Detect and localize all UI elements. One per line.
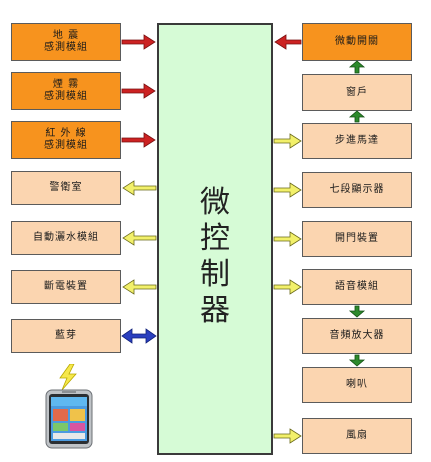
arrow-amplifier-to-speaker xyxy=(348,354,366,367)
earthquake-sensor-module: 地 震 感測模組 xyxy=(11,23,121,61)
power-cutoff-module: 斷電裝置 xyxy=(11,270,121,304)
microcontroller-title: 微 控 制 器 xyxy=(200,185,230,328)
arrow-stepper-to-window xyxy=(348,110,366,123)
smoke-sensor-module: 煙 霧 感測模組 xyxy=(11,72,121,110)
arrow-bluetooth-bidirectional xyxy=(121,328,157,344)
micro-switch-module: 微動開關 xyxy=(302,23,412,61)
microcontroller-block: 微 控 制 器 xyxy=(157,23,273,455)
lightning-icon xyxy=(59,364,77,391)
stepper-motor-module: 步進馬達 xyxy=(302,123,412,159)
arrow-mc-to-voice xyxy=(273,279,302,295)
fan-module: 風扇 xyxy=(302,418,412,454)
door-opener-module: 開門裝置 xyxy=(302,221,412,257)
arrow-mc-to-stepper xyxy=(273,133,302,149)
arrow-voice-to-amplifier xyxy=(348,305,366,318)
infrared-sensor-module: 紅 外 線 感測模組 xyxy=(11,121,121,159)
guard-room-module: 警衛室 xyxy=(11,171,121,205)
arrow-mc-to-power-cutoff xyxy=(122,279,157,295)
voice-module: 語音模組 xyxy=(302,269,412,305)
arrow-window-to-micro-switch xyxy=(348,60,366,74)
arrow-mc-to-sprinkler xyxy=(122,230,157,246)
auto-sprinkler-module: 自動灑水模組 xyxy=(11,221,121,255)
audio-amplifier-module: 音頻放大器 xyxy=(302,318,412,354)
arrow-earthquake-to-mc xyxy=(121,34,156,50)
arrow-micro-switch-to-mc xyxy=(274,34,302,50)
arrow-mc-to-guard-room xyxy=(122,180,157,196)
seven-segment-display-module: 七段顯示器 xyxy=(302,172,412,208)
arrow-infrared-to-mc xyxy=(121,132,156,148)
smartphone-icon xyxy=(45,364,93,449)
arrow-mc-to-seven-segment xyxy=(273,182,302,198)
arrow-mc-to-door-opener xyxy=(273,231,302,247)
arrow-smoke-to-mc xyxy=(121,83,156,99)
arrow-mc-to-fan xyxy=(273,428,302,444)
speaker-module: 喇叭 xyxy=(302,367,412,403)
bluetooth-module: 藍芽 xyxy=(11,319,121,353)
